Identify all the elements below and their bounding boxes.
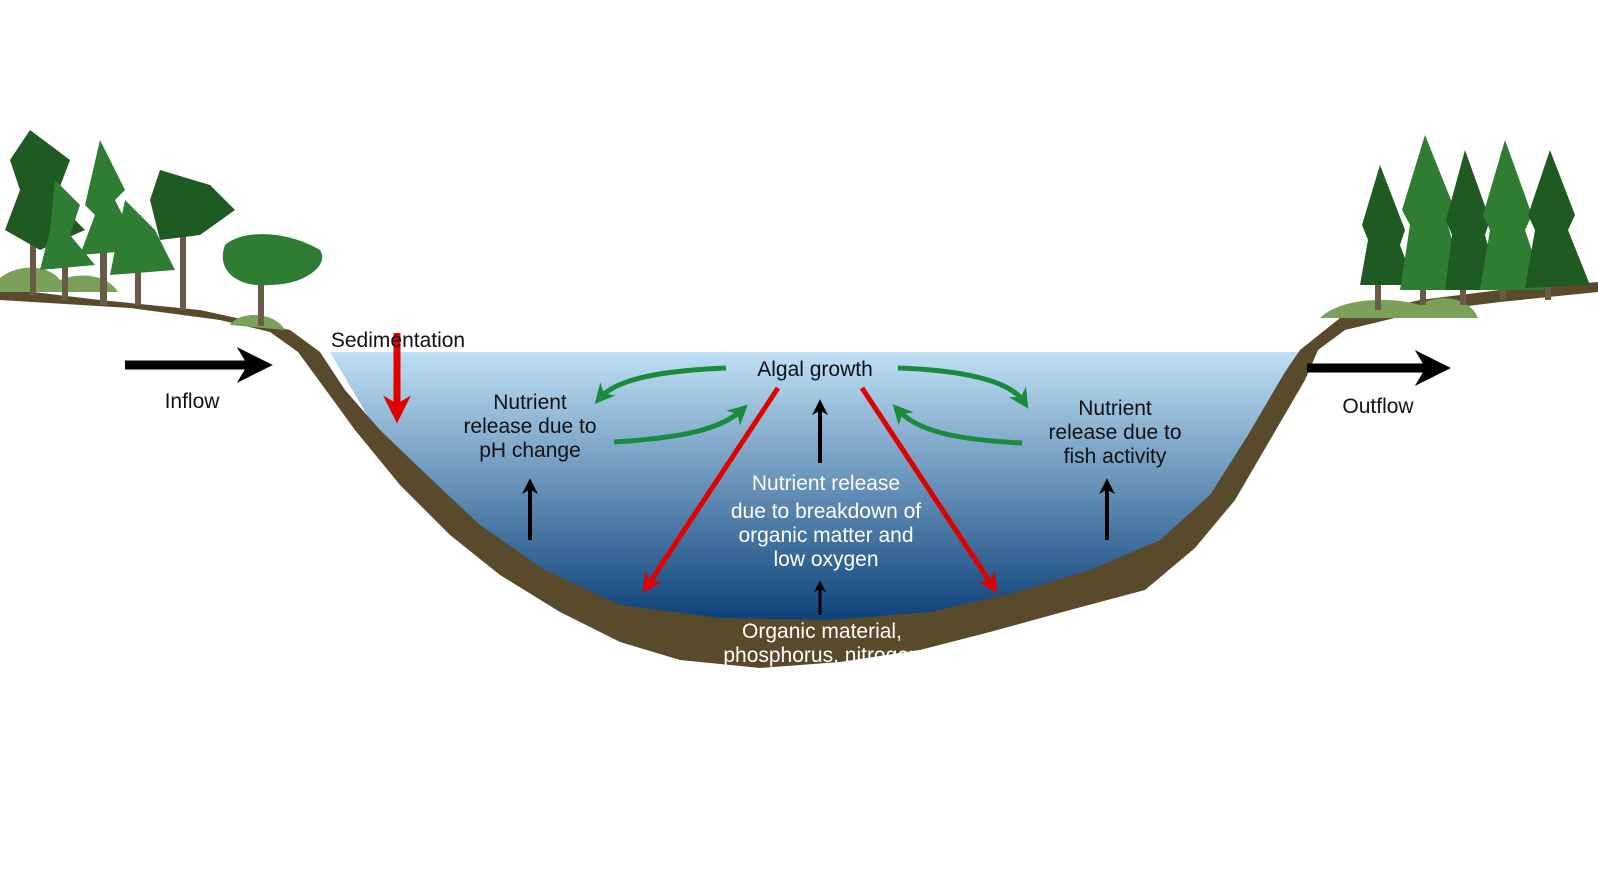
tree-canopy [222,234,323,286]
fish-release-label: Nutrient release due to fish activity [1048,397,1182,468]
cycle-arrow-from-fish-release [892,404,1023,446]
tree-canopy [110,200,175,275]
right-bank-shrubs [1320,298,1478,318]
ph-release-label: Nutrient release due to pH change [463,391,597,462]
tree-canopy [150,170,235,240]
cycle-arrow-to-ph-release [594,365,727,405]
breakdown-release-label: due to breakdown of organic matter and l… [730,500,922,571]
left-bank-bush [230,314,285,330]
cycle-arrow-from-ph-release [613,404,748,445]
inflow-label: Inflow [164,390,220,413]
tree-canopy [5,130,85,250]
tree-canopy [1525,150,1590,288]
tree-canopy [1400,135,1465,290]
tree-canopy [1480,140,1545,290]
tree-canopy [40,180,95,270]
left-bank-trees [0,130,323,330]
lake-water [330,352,1298,625]
algae-to-sediment-right-arrow [859,386,998,594]
left-ground-shrubs [0,267,118,292]
outflow-label: Outflow [1342,395,1414,418]
algal-growth-label: Algal growth [757,358,873,381]
breakdown-release-label-line1: Nutrient release [751,472,901,495]
cycle-arrow-to-fish-release [897,365,1029,409]
right-bank-trees [1320,135,1590,318]
tree-canopy [1360,165,1415,285]
sediment-material-label: Organic material, phosphorus, nitrogen [723,620,921,667]
tree-trunk [180,210,186,310]
tree-trunk [30,200,36,295]
algae-to-sediment-left-arrow [642,386,781,594]
tree-trunk [258,268,264,326]
sedimentation-label: Sedimentation [330,329,466,352]
